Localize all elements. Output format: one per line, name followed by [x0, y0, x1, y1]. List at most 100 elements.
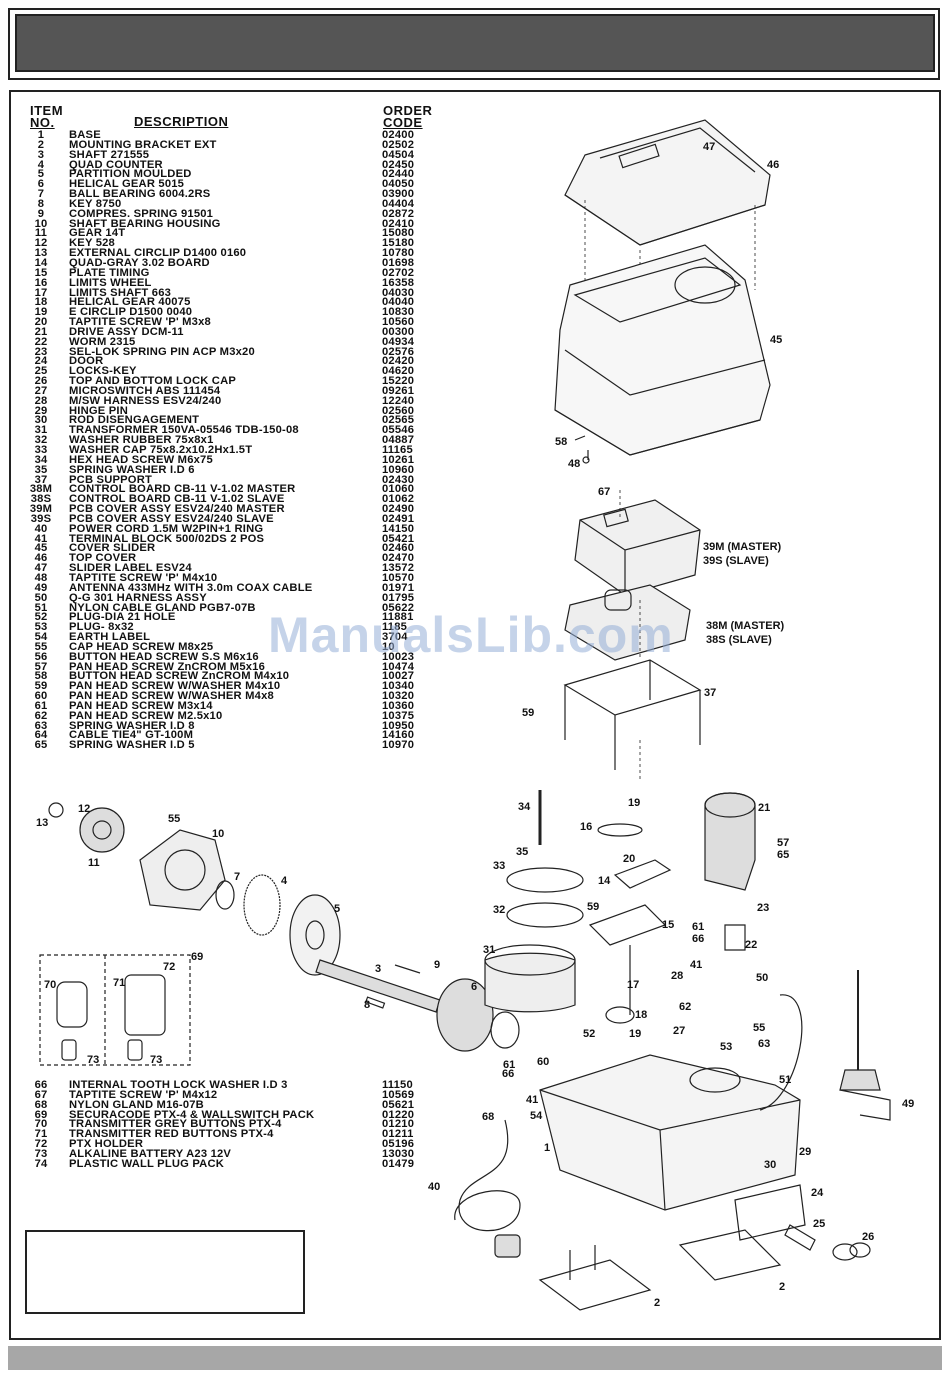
item-number: 16 [34, 276, 48, 289]
callout-32: 32 [493, 904, 505, 916]
description-heading: DESCRIPTION [134, 114, 229, 129]
order-code: 10569 [382, 1088, 415, 1101]
order-code: 02470 [382, 552, 415, 565]
item-number: 68 [34, 1098, 48, 1111]
item-number: 23 [34, 345, 48, 358]
order-code: 10474 [382, 660, 415, 673]
item-description: LOCKS-KEY [69, 365, 137, 378]
item-number: 11 [34, 227, 48, 240]
order-code: 1185 [382, 621, 408, 634]
item-number: 55 [34, 640, 48, 653]
item-number: 56 [34, 650, 48, 663]
control-board-shape [564, 584, 691, 661]
order-code: 14150 [382, 522, 415, 535]
order-code: 10950 [382, 719, 415, 732]
item-description: TOP COVER [69, 552, 137, 565]
item-number: 18 [34, 296, 48, 309]
item-number: 57 [34, 660, 48, 673]
partition-shape [289, 894, 341, 976]
parts-row: 23 SEL-LOK SPRING PIN ACP M3x20 02576 [25, 345, 445, 358]
item-description: INTERNAL TOOTH LOCK WASHER I.D 3 [69, 1079, 288, 1091]
order-code: 02450 [382, 158, 415, 171]
item-description: PLASTIC WALL PLUG PACK [69, 1157, 225, 1170]
bearing-housing-shape [139, 829, 226, 911]
callout-73a: 73 [87, 1054, 99, 1066]
item-description: POWER CORD 1.5M W2PIN+1 RING [69, 522, 264, 535]
item-description: TRANSMITTER GREY BUTTONS PTX-4 [69, 1118, 282, 1131]
item-number: 39S [30, 512, 52, 525]
callout-51: 51 [779, 1074, 791, 1086]
callout-31: 31 [483, 944, 495, 956]
item-number: 69 [34, 1108, 48, 1121]
item-description: LIMITS WHEEL [69, 276, 152, 289]
callout-16: 16 [580, 821, 592, 833]
callout-2b: 2 [654, 1297, 660, 1309]
callout-59a: 59 [522, 707, 534, 719]
order-code: 02576 [382, 345, 415, 358]
order-code: 01062 [382, 493, 415, 506]
order-code: 10960 [382, 463, 415, 476]
item-number: 48 [34, 571, 48, 584]
item-number: 58 [34, 670, 48, 683]
callout-18: 18 [635, 1009, 647, 1021]
item-number: 62 [34, 709, 48, 722]
item-description: TOP AND BOTTOM LOCK CAP [69, 375, 237, 388]
order-code: 05421 [382, 532, 415, 545]
item-description: MOUNTING BRACKET EXT [69, 138, 217, 151]
callout-22: 22 [745, 939, 757, 951]
item-number: 26 [34, 375, 48, 388]
item-number: 63 [34, 719, 48, 732]
cover-slider-shape [554, 244, 771, 456]
callout-2a: 2 [779, 1281, 785, 1293]
item-description: ALKALINE BATTERY A23 12V [69, 1147, 232, 1160]
item-number: 67 [34, 1088, 48, 1101]
callout-55b: 55 [753, 1022, 765, 1034]
callout-67: 67 [598, 486, 610, 498]
item-number: 38S [30, 493, 52, 506]
order-code: 04504 [382, 148, 415, 161]
order-code: 02702 [382, 266, 415, 279]
order-code: 10570 [382, 571, 415, 584]
callout-28: 28 [671, 970, 683, 982]
item-description: E CIRCLIP D1500 0040 [69, 306, 193, 319]
callout-66a: 66 [692, 933, 704, 945]
item-description: HELICAL GEAR 40075 [69, 296, 191, 309]
order-code-heading: ORDER CODE [383, 104, 432, 129]
antenna-base-shape [839, 1069, 881, 1091]
callout-39m: 39M (MASTER) [703, 541, 782, 553]
item-number: 52 [34, 611, 48, 624]
callout-72: 72 [163, 961, 175, 973]
order-code: 09261 [382, 384, 415, 397]
item-number: 61 [34, 699, 48, 712]
item-description: SEL-LOK SPRING PIN ACP M3x20 [69, 345, 255, 358]
order-code: 02502 [382, 138, 415, 151]
item-number: 19 [34, 306, 48, 319]
pcb-support-shape [563, 659, 702, 716]
item-description: TAPTITE SCREW 'P' M4x10 [69, 571, 218, 584]
item-description: WASHER CAP 75x8.2x10.2Hx1.5T [69, 444, 253, 456]
item-description: TERMINAL BLOCK 500/02DS 2 POS [69, 532, 265, 545]
item-number: 35 [34, 463, 48, 476]
item-number: 13 [34, 247, 48, 260]
